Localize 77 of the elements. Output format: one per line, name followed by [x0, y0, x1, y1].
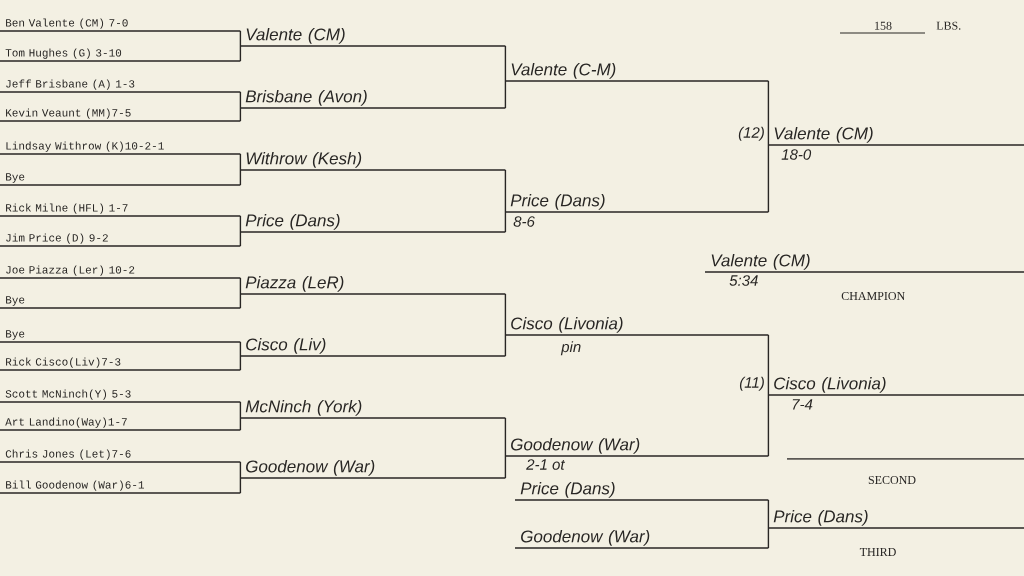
match-note: pin: [560, 341, 581, 356]
bracket-entry: Chris Jones (Let)7-6: [0, 449, 242, 463]
bracket-line: [239, 355, 242, 371]
bracket-entry: Rick Milne (HFL) 1-7: [0, 203, 242, 217]
bracket-entry: McNinch (York): [239, 399, 507, 419]
bracket-line: [767, 527, 770, 549]
bracket-line: [239, 231, 242, 247]
bracket-line: [767, 144, 770, 213]
bracket-entry: Art Landino(Way)1-7: [0, 417, 242, 431]
bracket-line: [239, 153, 242, 171]
bracket-entry: Goodenow (War): [239, 459, 507, 479]
place-label: SECOND: [868, 475, 916, 484]
bracket-entry: Tom Hughes (G) 3-10: [0, 48, 242, 62]
match-note: 18-0: [781, 149, 812, 160]
bracket-entry: Goodenow (War): [504, 437, 770, 457]
bracket-line: [767, 394, 770, 457]
bracket-entry: Valente (CM): [704, 253, 1024, 273]
match-note: 8-6: [513, 216, 535, 227]
bracket-line: [504, 211, 507, 233]
bracket-entry: Joe Piazza (Ler) 10-2: [0, 265, 242, 279]
bracket-entry: Rick Cisco(Liv)7-3: [0, 357, 242, 371]
bracket-line: [239, 341, 242, 357]
bracket-entry: Jeff Brisbane (A) 1-3: [0, 79, 242, 93]
place-label: 158: [875, 21, 892, 30]
match-note: 5:34: [729, 275, 758, 286]
bracket-entry: Piazza (LeR): [239, 275, 507, 295]
match-note: (12): [738, 126, 764, 141]
bracket-entry: Cisco (Livonia): [504, 316, 770, 336]
bracket-entry: Valente (CM): [767, 126, 1024, 146]
bracket-entry: Price (Dans): [514, 481, 770, 501]
match-note: 7-4: [792, 399, 813, 410]
bracket-entry: Bye: [0, 296, 242, 309]
bracket-line: [239, 401, 242, 419]
place-label: THIRD: [859, 548, 896, 556]
bracket-entry: Scott McNinch(Y) 5-3: [0, 389, 242, 403]
bracket-entry: Brisbane (Avon): [239, 89, 507, 109]
bracket-line: [239, 107, 242, 122]
bracket-entry: Kevin Veaunt (MM)7-5: [0, 108, 242, 122]
bracket-line: [504, 417, 507, 457]
bracket-line: [504, 45, 507, 82]
bracket-line: [504, 455, 507, 479]
bracket-entry: Goodenow (War): [514, 529, 770, 549]
bracket-entry: Bye: [0, 173, 242, 186]
bracket-line: [504, 293, 507, 336]
bracket-line: [239, 277, 242, 295]
place-label: LBS.: [936, 21, 961, 30]
bracket-line: [239, 417, 242, 431]
bracket-entry: Valente (C-M): [504, 62, 770, 82]
bracket-line: [767, 80, 770, 146]
bracket-line: [239, 477, 242, 494]
bracket-line: [239, 169, 242, 186]
bracket-line: [239, 461, 242, 479]
bracket-entry: Ben Valente (CM) 7-0: [0, 18, 242, 32]
bracket-entry: Lindsay Withrow (K)10-2-1: [0, 141, 242, 155]
match-note: (11): [739, 376, 764, 391]
bracket-line: [504, 80, 507, 109]
place-label: CHAMPION: [841, 291, 905, 300]
match-note: 2-1 ot: [526, 459, 566, 470]
bracket-line: [239, 293, 242, 309]
bracket-entry: Cisco (Livonia): [767, 376, 1024, 396]
bracket-line: [767, 499, 770, 529]
bracket-entry: Withrow (Kesh): [239, 151, 507, 171]
bracket-line: [239, 215, 242, 233]
bracket-line: [767, 334, 770, 396]
bracket-entry: Price (Dans): [767, 509, 1024, 529]
bracket-line: [504, 169, 507, 213]
bracket-entry: Cisco (Liv): [239, 337, 507, 357]
bracket-line: [239, 30, 242, 47]
bracket-entry: Price (Dans): [239, 213, 507, 233]
bracket-entry: Bill Goodenow (War)6-1: [0, 480, 242, 494]
bracket-line: [504, 334, 507, 357]
bracket-line: [239, 91, 242, 109]
bracket-entry: Jim Price (D) 9-2: [0, 233, 242, 247]
bracket-entry: Bye: [0, 330, 242, 343]
bracket-entry: Price (Dans): [504, 193, 770, 213]
bracket-entry: Valente (CM): [239, 27, 507, 47]
bracket-line: [239, 45, 242, 62]
